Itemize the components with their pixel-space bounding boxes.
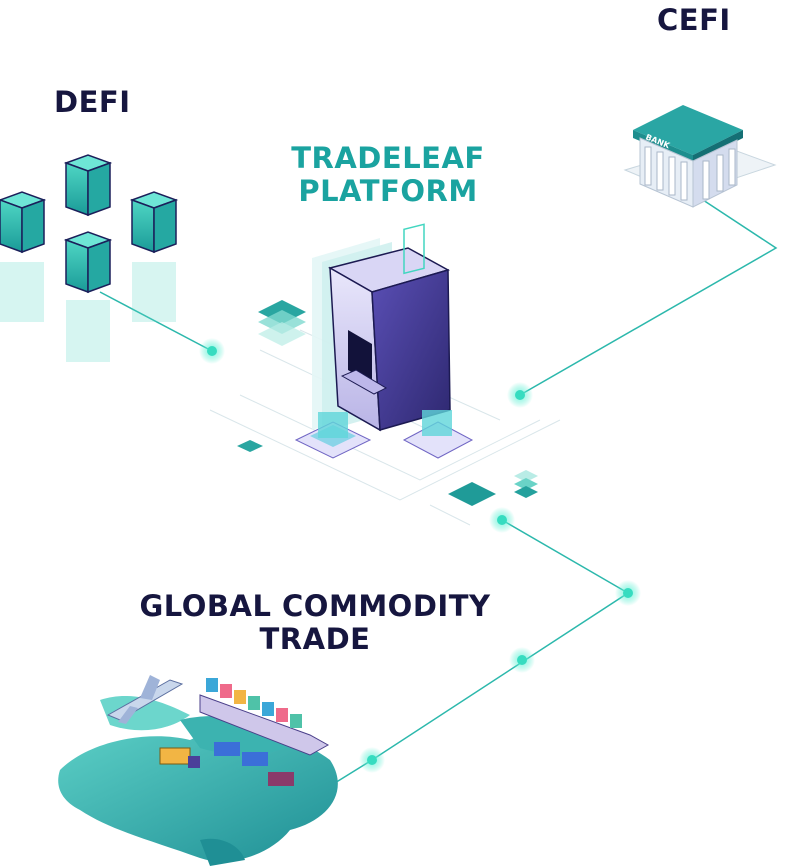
- node-platform-out: [489, 507, 515, 533]
- platform-label-line2: PLATFORM: [298, 174, 478, 209]
- defi-label: DEFI: [54, 85, 131, 119]
- train-icon: [214, 742, 294, 786]
- platform-pads: [294, 410, 474, 459]
- cube: [129, 191, 179, 254]
- node-cefi: [507, 382, 533, 408]
- truck-icon: [159, 747, 200, 768]
- cefi-label: CEFI: [657, 3, 731, 37]
- trade-label-line1: GLOBAL COMMODITY: [139, 589, 491, 623]
- floating-tiles: [237, 300, 538, 506]
- node-defi: [199, 338, 225, 364]
- connector-nodes: [199, 338, 641, 773]
- node-trade-mid: [509, 647, 535, 673]
- trade-label: GLOBAL COMMODITY TRADE: [120, 589, 510, 657]
- server-icon: [312, 223, 451, 432]
- cube: [63, 231, 113, 294]
- airplane-icon: [106, 675, 184, 724]
- node-corner: [615, 580, 641, 606]
- defi-connector: [99, 291, 213, 352]
- platform-label-line1: TRADELEAF: [291, 141, 485, 175]
- bank-icon: BANK: [623, 105, 777, 208]
- connector-lines: [99, 197, 778, 787]
- cube: [0, 191, 47, 254]
- cube-reflections: [0, 262, 176, 362]
- crypto-cubes-icon: [0, 154, 179, 362]
- cefi-connector: [519, 197, 778, 396]
- cargo-ship-icon: [199, 678, 330, 756]
- node-trade: [359, 747, 385, 773]
- platform-label: TRADELEAF PLATFORM: [288, 141, 488, 209]
- trade-label-line2: TRADE: [259, 622, 371, 657]
- trade-connector: [329, 519, 630, 787]
- cube: [63, 154, 113, 217]
